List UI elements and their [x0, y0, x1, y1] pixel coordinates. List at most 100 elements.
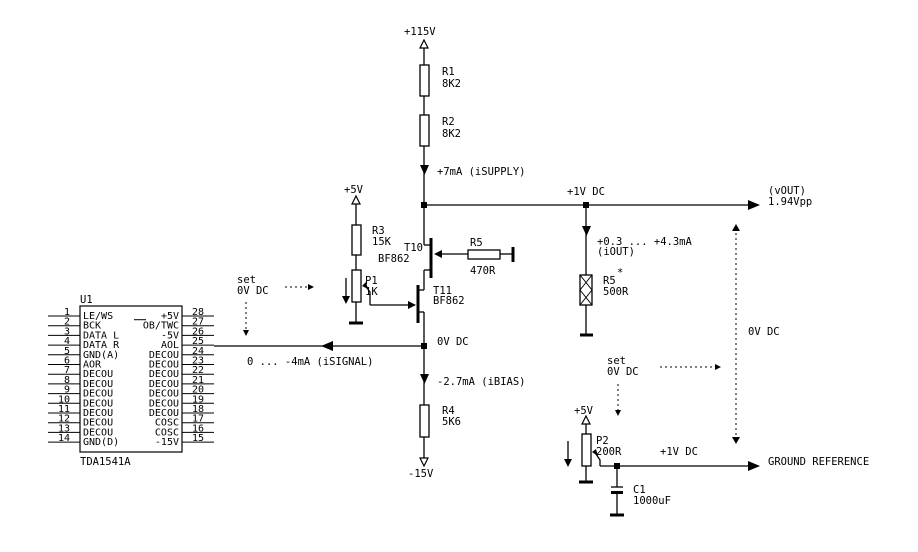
- ic-pin-number: 2: [64, 317, 70, 328]
- iout-range: +0.3 ... +4.3mA: [597, 236, 693, 248]
- ic-pin-name: LE/WS: [83, 311, 113, 322]
- isupply-label: +7mA (iSUPPLY): [437, 166, 526, 178]
- set1-value: 0V DC: [237, 285, 269, 297]
- ic-pin-name: +5V: [161, 311, 179, 322]
- ic-pin-number: 17: [192, 414, 204, 425]
- ic-pin-number: 19: [192, 394, 204, 405]
- ic-pin-number: 27: [192, 317, 204, 328]
- ic-pin-name: BCK: [83, 321, 101, 332]
- t11-type: BF862: [433, 295, 465, 307]
- ic-part: TDA1541A: [80, 456, 131, 468]
- set2-value: 0V DC: [607, 366, 639, 378]
- ic-pin-number: 16: [192, 423, 204, 434]
- ground-ref-arrow: [748, 461, 760, 471]
- ic-pin-number: 4: [64, 336, 70, 347]
- p2-supply-arrow: [581, 414, 591, 425]
- c1-value: 1000uF: [633, 495, 671, 507]
- supply-bottom-label: -15V: [408, 468, 434, 480]
- r1-name: R1: [442, 66, 455, 78]
- ic-pin-number: 23: [192, 356, 204, 367]
- p1-supply-label: +5V: [344, 184, 364, 196]
- supply-top-arrow: [419, 38, 429, 49]
- vdc2-label: +1V DC: [660, 446, 698, 458]
- r5a-value: 470R: [470, 265, 496, 277]
- ibias-label: -2.7mA (iBIAS): [437, 376, 526, 388]
- ic-pin-name: DECOU: [149, 350, 179, 361]
- c1-plate-bottom: [611, 491, 623, 494]
- ground-ref-label: GROUND REFERENCE: [768, 456, 869, 468]
- ic-pin-number: 20: [192, 385, 204, 396]
- iout-arrow: [582, 226, 591, 236]
- ic-pin-name: DECOU: [149, 408, 179, 419]
- ic-pin-number: 28: [192, 307, 204, 318]
- ic-pin-name: GND(D): [83, 437, 119, 448]
- ic-pin-name: DECOU: [83, 418, 113, 429]
- supply-bottom-arrow: [419, 457, 429, 468]
- ic-pin-name: DECOU: [149, 360, 179, 371]
- t11-name: T11: [433, 285, 452, 297]
- ic-pin-name: -15V: [155, 437, 179, 448]
- ic-pin-name: DECOU: [83, 408, 113, 419]
- iout-label: (iOUT): [597, 246, 635, 258]
- r2-value: 8K2: [442, 128, 461, 140]
- ic-pin-name: DECOU: [149, 379, 179, 390]
- ic-pin-name: DECOU: [149, 369, 179, 380]
- t11-symbol: [370, 285, 425, 346]
- p2-name: P2: [596, 435, 609, 447]
- t10-symbol: [423, 238, 470, 290]
- p2-supply-label: +5V: [574, 405, 594, 417]
- ibias-arrow: [420, 374, 429, 384]
- ic-pin-name: AOL: [161, 340, 179, 351]
- ic-pin-name: AOR: [83, 360, 102, 371]
- set2-label: set: [607, 355, 626, 367]
- ic-pin-number: 21: [192, 375, 204, 386]
- ic-pin-number: 12: [58, 414, 70, 425]
- ic-pin-number: 6: [64, 356, 70, 367]
- ic-pin-number: 25: [192, 336, 204, 347]
- r2-name: R2: [442, 116, 455, 128]
- ic-pin-name: GND(A): [83, 350, 119, 361]
- r5b-body: [579, 274, 593, 306]
- r1-body: [419, 64, 430, 97]
- p2-value: 200R: [596, 446, 622, 458]
- isignal-arrow: [321, 341, 333, 351]
- ic-ref: U1: [80, 294, 93, 306]
- p1-name: P1: [365, 275, 378, 287]
- isignal-label: 0 ... -4mA (iSIGNAL): [247, 356, 373, 368]
- ic-pin-number: 5: [64, 346, 70, 357]
- ic-pin-name: OB/TWC: [143, 321, 179, 332]
- ic-pin-number: 11: [58, 404, 70, 415]
- ic-pin-name: DECOU: [149, 389, 179, 400]
- r3-value: 15K: [372, 236, 392, 248]
- supply-top-label: +115V: [404, 26, 436, 38]
- ic-pin-name: DECOU: [83, 369, 113, 380]
- ic-pin-name: DECOU: [83, 427, 113, 438]
- ic-pin-number: 3: [64, 326, 70, 337]
- ic-pin-name: COSC: [155, 427, 179, 438]
- ic-pin-number: 10: [58, 394, 70, 405]
- r5a-name: R5: [470, 237, 483, 249]
- ic-pin-number: 8: [64, 375, 70, 386]
- node-0v-label: 0V DC: [437, 336, 469, 348]
- p2-body: [581, 433, 592, 467]
- ic-pin-name: DATA R: [83, 340, 120, 351]
- r3-body: [351, 224, 362, 256]
- ic-pin-number: 22: [192, 365, 204, 376]
- p1-body: [351, 269, 362, 303]
- ic-pin-name: DECOU: [83, 379, 113, 390]
- r4-name: R4: [442, 405, 455, 417]
- c1-name: C1: [633, 484, 646, 496]
- ic-pin-number: 1: [64, 307, 70, 318]
- ic-pin-number: 9: [64, 385, 70, 396]
- ref-0v-label: 0V DC: [748, 326, 780, 338]
- ic-pin-name: DECOU: [83, 389, 113, 400]
- r5b-name: R5: [603, 275, 616, 287]
- main-rail: +115V: [404, 26, 436, 245]
- r4-body: [419, 404, 430, 438]
- r2-body: [419, 114, 430, 147]
- t10-type: BF862: [378, 253, 410, 265]
- r3-name: R3: [372, 225, 385, 237]
- r5a-body: [467, 249, 501, 260]
- r1-value: 8K2: [442, 78, 461, 90]
